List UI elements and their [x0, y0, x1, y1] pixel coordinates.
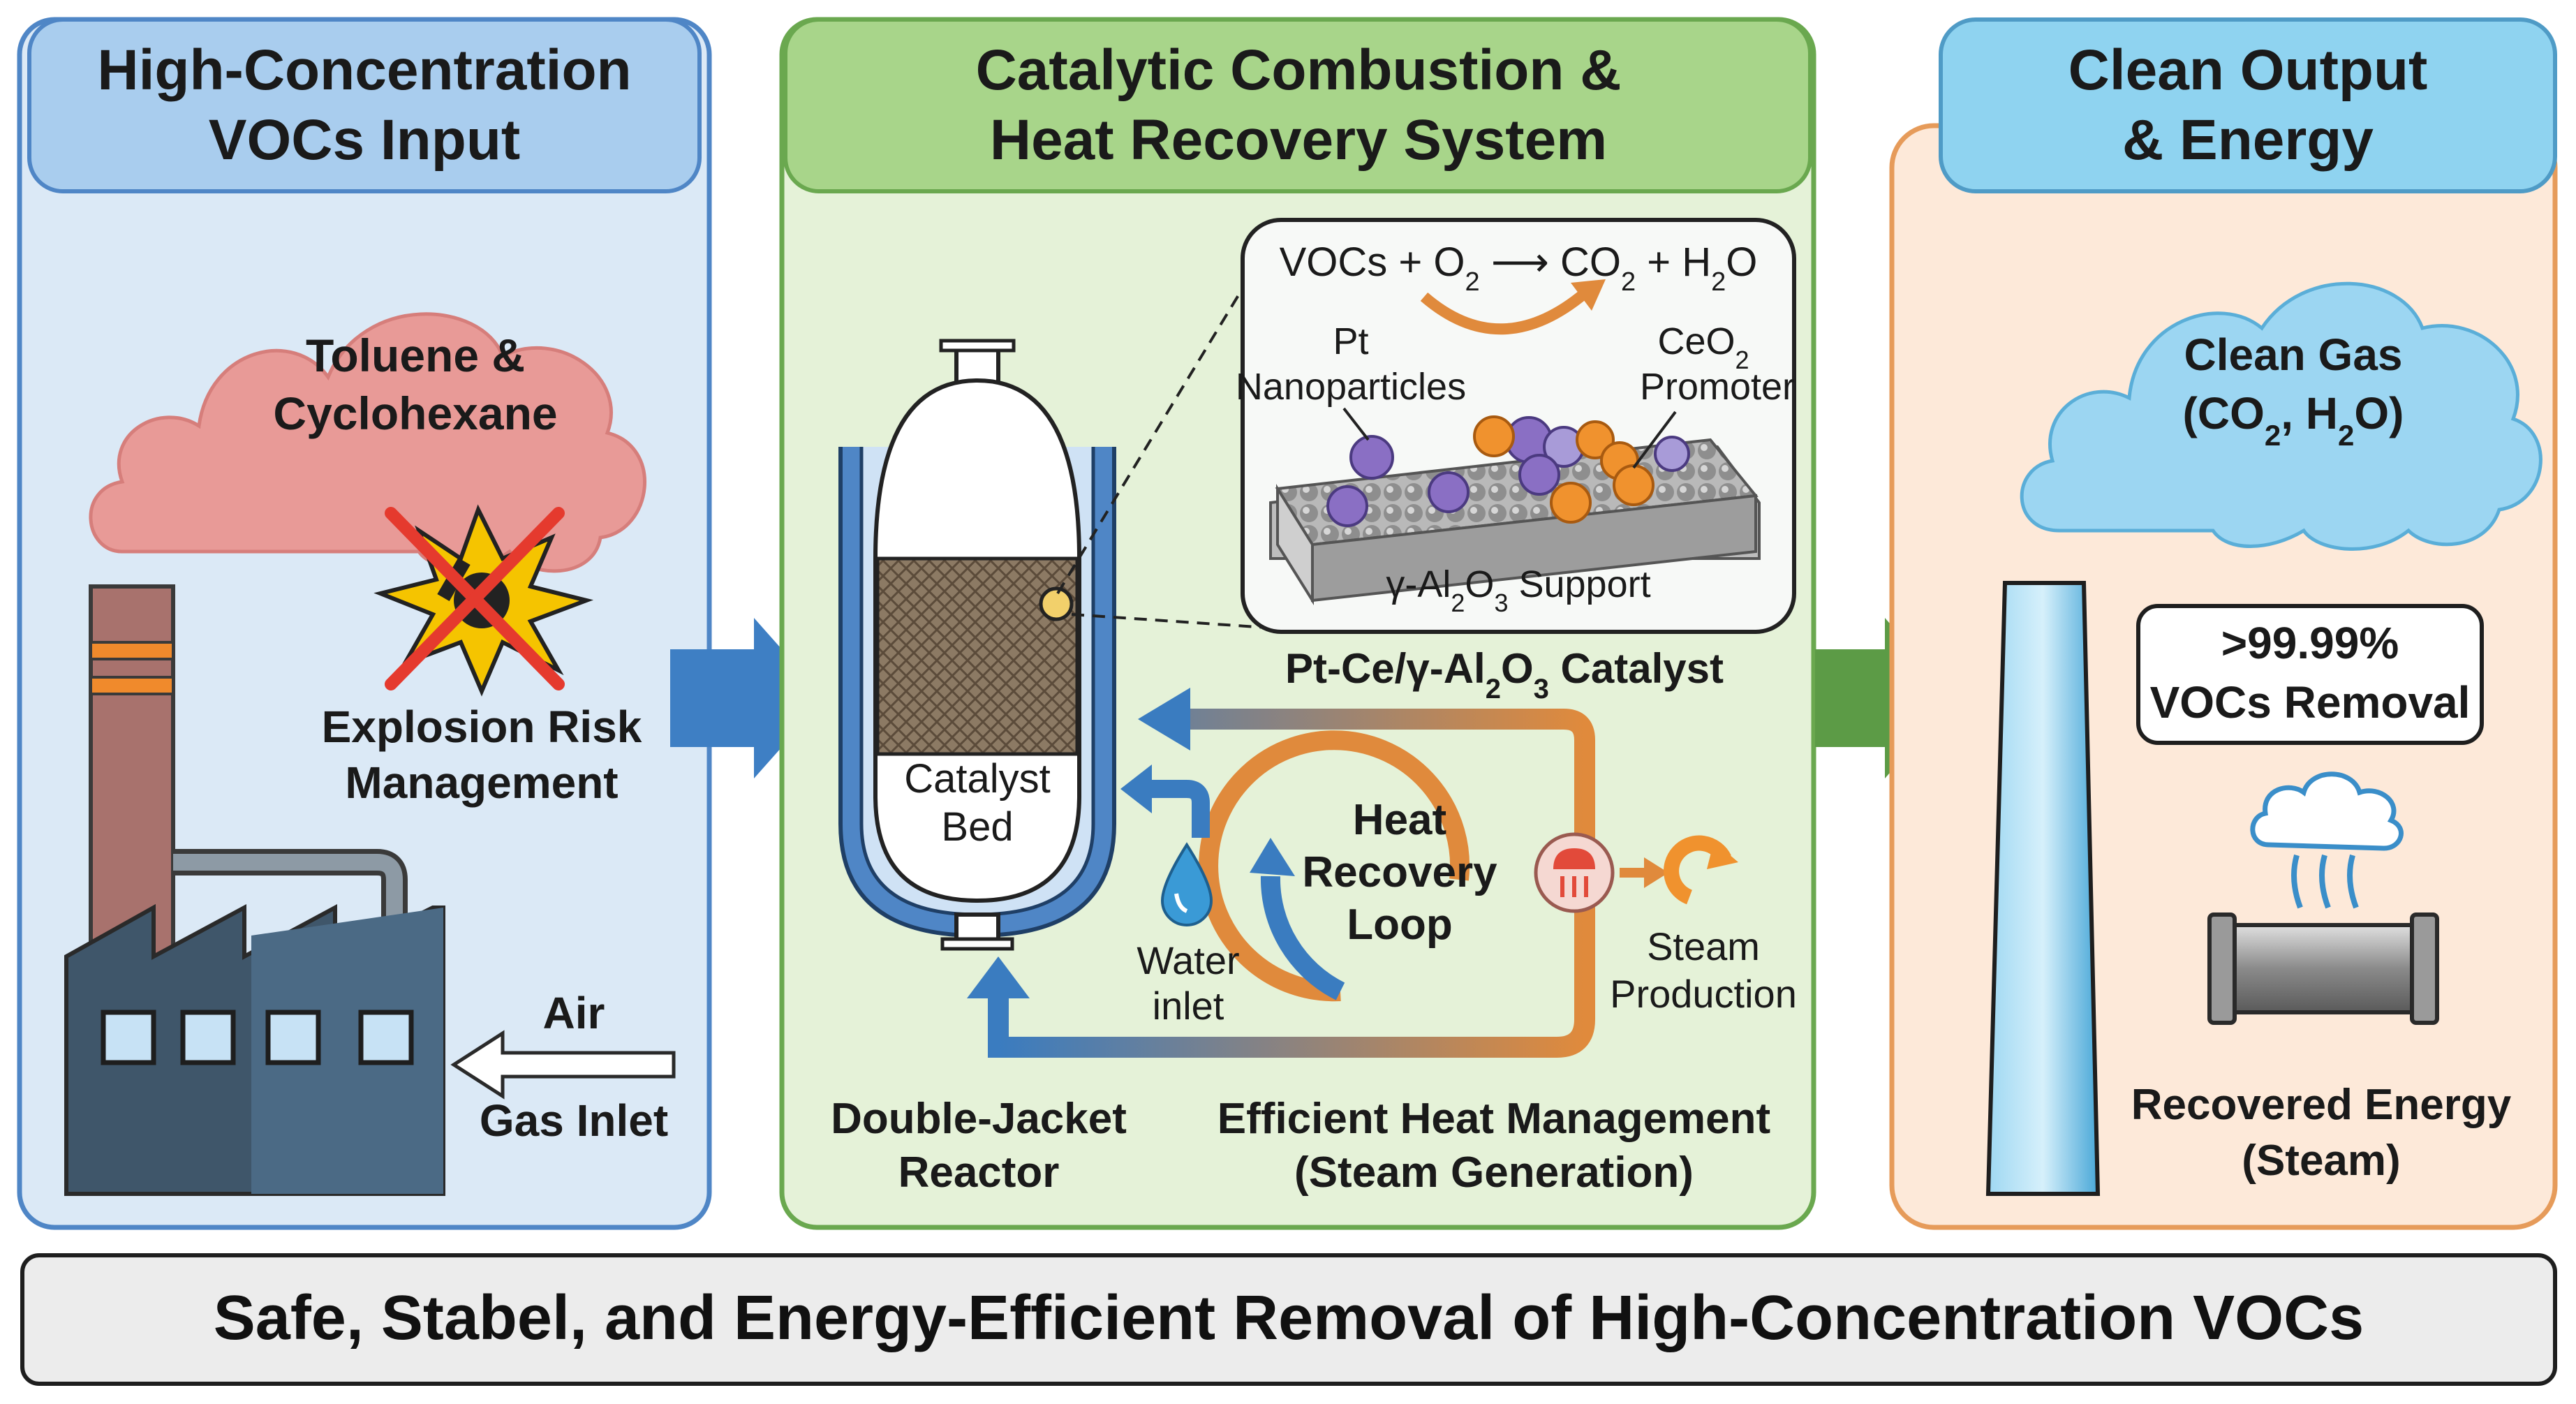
reaction-equation: VOCs + O2 ⟶ CO2 + H2O: [1280, 239, 1758, 297]
process-title-line1: Catalytic Combustion &: [976, 38, 1622, 102]
clean-gas-line1: Clean Gas: [2184, 330, 2402, 380]
input-panel: High-Concentration VOCs Input Toluene & …: [17, 17, 712, 1230]
catalyst-label: Pt-Ce/γ-Al2O3 Catalyst: [1285, 645, 1724, 704]
smoke-cloud-icon: [89, 312, 646, 573]
water-inlet-line1: Water: [1137, 938, 1239, 982]
output-panel: Clean Output & Energy Clean Gas (CO2, H2…: [1889, 17, 2558, 1230]
output-panel-header: [1939, 17, 2557, 193]
heat-recovery-loop-icon: [967, 688, 1595, 1058]
air-label: Air: [543, 988, 605, 1038]
heat-mgmt-line1: Efficient Heat Management: [1217, 1095, 1770, 1143]
water-drop-icon: [1160, 842, 1213, 926]
input-title-line1: High-Concentration: [97, 38, 631, 102]
factory-icon: [64, 584, 445, 1196]
steam-production-line1: Steam: [1647, 924, 1760, 968]
removal-line2: VOCs Removal: [2150, 677, 2471, 727]
process-panel-header: [783, 17, 1812, 193]
recovered-energy-line2: (Steam): [2242, 1137, 2400, 1185]
pt-label-line2: Nanoparticles: [1236, 366, 1466, 408]
catalyst-bed: [875, 556, 1079, 756]
removal-badge: [2136, 604, 2484, 745]
zoom-line-top: [1056, 264, 1258, 595]
loop-label-line3: Loop: [1347, 901, 1453, 949]
explosion-risk-line2: Management: [345, 758, 618, 808]
reaction-curve-arrowhead: [1571, 279, 1606, 311]
loop-label-line2: Recovery: [1302, 848, 1497, 896]
steam-production-line2: Production: [1610, 972, 1797, 1016]
removal-line1: >99.99%: [2221, 618, 2399, 668]
footer-banner: [20, 1253, 2557, 1386]
reactor-label-line2: Reactor: [898, 1148, 1060, 1197]
footer-caption: Safe, Stabel, and Energy-Efficient Remov…: [214, 1283, 2364, 1353]
chimney-icon: [1985, 581, 2101, 1196]
reaction-curve-arrow: [1420, 288, 1589, 335]
input-panel-header: [27, 17, 702, 193]
heat-mgmt-line2: (Steam Generation): [1294, 1148, 1694, 1197]
ceo2-label: CeO2: [1657, 320, 1749, 374]
output-title-line2: & Energy: [2122, 108, 2374, 172]
catalyst-particles-icon: [1269, 407, 1761, 605]
input-title-line2: VOCs Input: [209, 108, 520, 172]
water-inlet-line2: inlet: [1153, 984, 1224, 1028]
recovered-energy-line1: Recovered Energy: [2131, 1081, 2512, 1129]
gas-inlet-label: Gas Inlet: [480, 1095, 668, 1146]
clean-gas-line2: (CO2, H2O): [2183, 388, 2404, 452]
output-title-line1: Clean Output: [2068, 38, 2428, 102]
reactor-label-line1: Double-Jacket: [831, 1095, 1127, 1143]
explosion-risk-line1: Explosion Risk: [322, 702, 642, 752]
loop-label-line1: Heat: [1353, 796, 1446, 844]
catalyst-bed-line2: Bed: [941, 804, 1013, 850]
support-label: γ-Al2O3 Support: [1386, 563, 1650, 617]
voc-species-line1: Toluene &: [306, 330, 525, 381]
zoom-line-bottom: [1071, 613, 1278, 630]
catalyst-bed-line1: Catalyst: [904, 756, 1051, 801]
clean-cloud-icon: [2020, 281, 2542, 551]
pt-label-line1: Pt: [1333, 320, 1368, 362]
promoter-label: Promoter: [1640, 366, 1795, 408]
steam-icon: [1534, 832, 1738, 913]
reactor-icon: [838, 339, 1116, 951]
cross-mark-icon: [385, 507, 565, 690]
process-title-line2: Heat Recovery System: [990, 108, 1607, 172]
air-inlet-arrow-icon: [450, 1030, 676, 1100]
steam-pipe-icon: [2207, 771, 2439, 1025]
process-panel: Catalytic Combustion & Heat Recovery Sys…: [779, 17, 1816, 1230]
voc-species-line2: Cyclohexane: [273, 387, 557, 439]
